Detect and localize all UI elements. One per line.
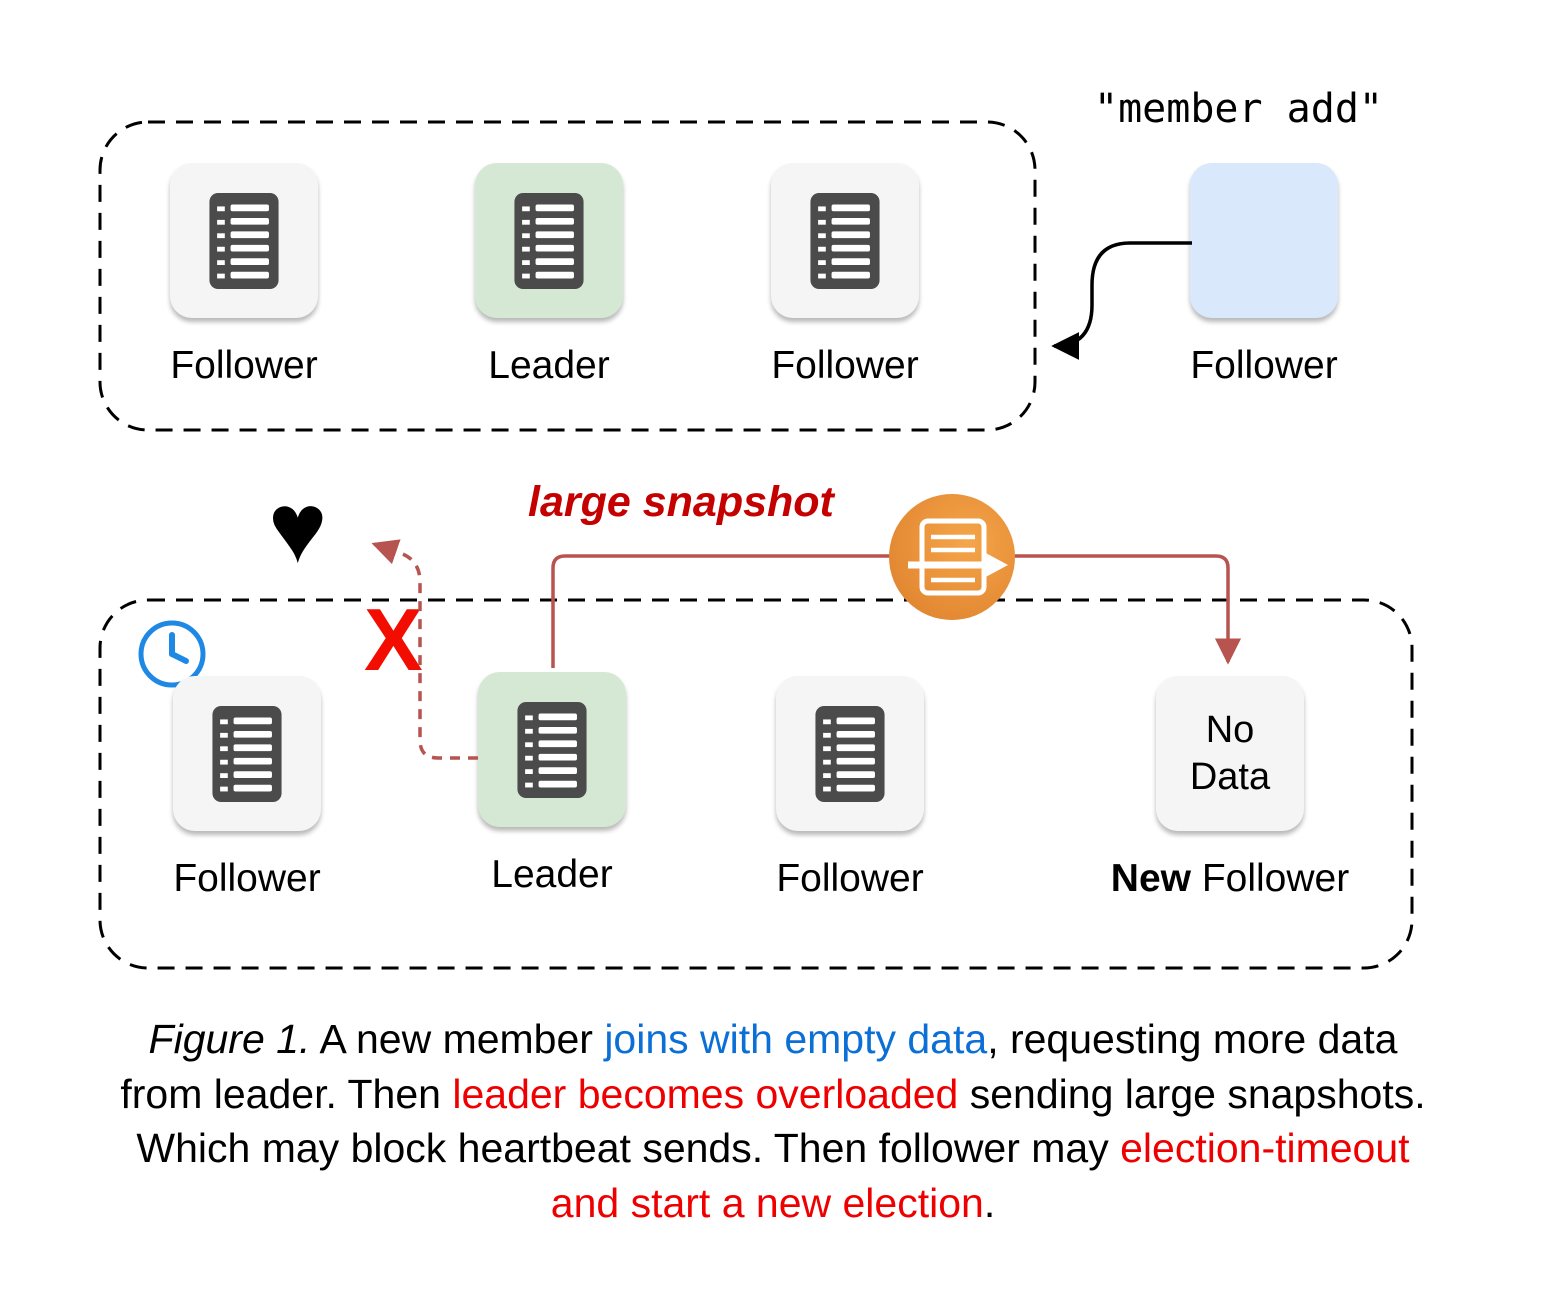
new-follower-node: No Data New Follower [1111,676,1349,901]
log-icon [475,163,623,318]
large-snapshot-label: large snapshot [528,478,834,526]
node-label: Leader [488,344,610,387]
caption-text: , requesting more data from leader. Then [120,1016,1398,1117]
log-icon [196,189,292,293]
snapshot-transfer-icon [889,494,1015,620]
new-member-node: Follower [1149,163,1379,388]
log-icon [170,163,318,318]
top-follower-1-node: Follower [129,163,359,388]
bottom-leader-node: Leader [437,672,667,897]
log-icon [797,189,893,293]
log-icon [501,189,597,293]
log-icon [173,676,321,831]
figure-caption: Figure 1. A new member joins with empty … [113,1012,1433,1230]
node-label: Leader [491,853,613,896]
log-icon [771,163,919,318]
no-data-box: No Data [1156,676,1304,831]
empty-node-box [1190,163,1338,318]
no-data-text: No Data [1189,709,1271,798]
caption-text: . [983,1179,996,1226]
snapshot-transfer-arrow [551,554,1242,668]
caption-red-text: election-timeout and start a new electio… [550,1125,1410,1226]
caption-figure-label: Figure 1. [148,1016,311,1062]
caption-text: A new member [310,1016,605,1062]
heartbeat-heart-icon: ♥ [268,472,328,584]
bottom-follower-2-node: Follower [735,676,965,901]
log-icon [802,702,898,806]
node-label: Follower [170,344,318,387]
node-label: Follower [1190,344,1338,387]
node-label: Follower [771,344,919,387]
blocked-x-icon: X [364,590,423,689]
bottom-follower-1-node: Follower [132,676,362,901]
log-icon [776,676,924,831]
caption-red-text: leader becomes overloaded [452,1070,959,1117]
new-follower-bold: New [1110,857,1191,900]
caption-text: sending large snapshots. Which may block… [136,1070,1426,1172]
log-icon [504,698,600,802]
node-label: Follower [776,857,924,900]
caption-blue-text: joins with empty data [604,1016,988,1062]
top-follower-2-node: Follower [730,163,960,388]
node-label: Follower [173,857,321,900]
log-icon [199,702,295,806]
node-label: New Follower [1110,857,1350,900]
member-add-command: "member add" [1094,86,1383,132]
log-icon [478,672,626,827]
top-leader-node: Leader [434,163,664,388]
